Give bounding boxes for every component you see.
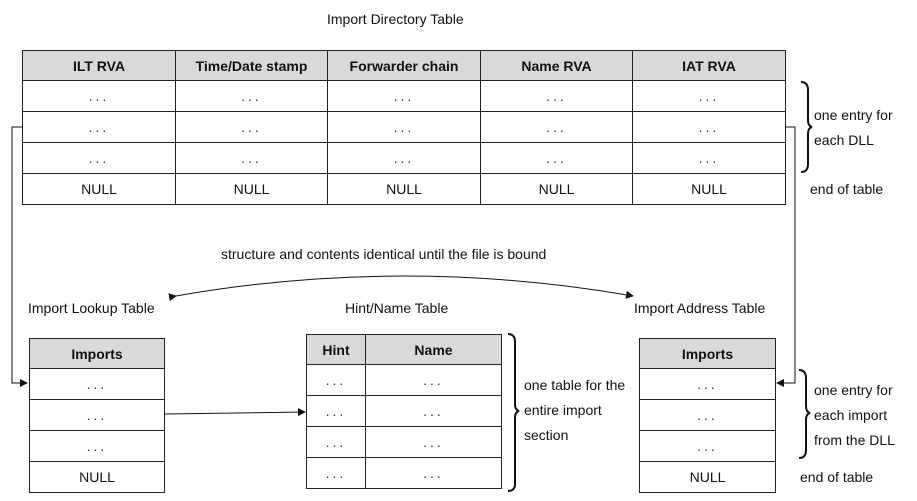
iat-header-imports: Imports	[639, 338, 776, 369]
identical-structure-arrow	[168, 275, 634, 302]
iat-rva-connector	[776, 126, 796, 387]
import-lookup-table-title: Import Lookup Table	[28, 300, 155, 316]
null-cell: NULL	[22, 173, 176, 205]
table-cell: ...	[365, 426, 502, 458]
table-cell: ...	[632, 80, 786, 112]
table-row-null: NULL NULL NULL NULL NULL	[22, 173, 786, 205]
table-row: ... ... ... ... ...	[22, 80, 786, 112]
hint-name-table-title: Hint/Name Table	[345, 300, 449, 316]
table-cell: ...	[29, 368, 165, 400]
import-address-table-title: Import Address Table	[634, 300, 766, 316]
table-cell: ...	[306, 364, 366, 396]
ilt-to-hnt-arrow	[164, 408, 306, 417]
table-cell: ...	[327, 80, 481, 112]
ilt-header-imports: Imports	[29, 338, 165, 369]
table-cell: ...	[365, 364, 502, 396]
table-row-null: NULL	[639, 461, 776, 493]
table-row: ... ...	[306, 364, 502, 396]
null-cell: NULL	[639, 461, 776, 493]
table-cell: ...	[175, 111, 328, 143]
table-cell: ...	[365, 395, 502, 427]
table-cell: ...	[22, 111, 176, 143]
idt-entries-brace	[800, 81, 813, 173]
hnt-brace-note: one table for the entire import section	[524, 377, 626, 443]
hnt-header-name: Name	[365, 334, 502, 365]
table-row: ...	[29, 430, 165, 462]
table-row: ... ...	[306, 457, 502, 489]
table-cell: ...	[175, 80, 328, 112]
table-cell: ...	[639, 368, 776, 400]
hnt-brace	[507, 333, 520, 492]
table-cell: ...	[365, 457, 502, 489]
table-row: ...	[29, 399, 165, 431]
table-cell: ...	[22, 80, 176, 112]
import-address-table: Imports ... ... ... NULL	[639, 338, 776, 493]
idt-header-row: ILT RVA Time/Date stamp Forwarder chain …	[22, 50, 786, 81]
null-cell: NULL	[480, 173, 633, 205]
table-cell: ...	[306, 426, 366, 458]
table-cell: ...	[327, 111, 481, 143]
idt-header-iat-rva: IAT RVA	[632, 50, 786, 81]
hnt-header-hint: Hint	[306, 334, 366, 365]
table-cell: ...	[306, 457, 366, 489]
iat-entries-brace	[798, 369, 811, 459]
table-row: ... ...	[306, 426, 502, 458]
table-cell: ...	[29, 399, 165, 431]
idt-end-note: end of table	[810, 181, 884, 197]
table-row-null: NULL	[29, 461, 165, 493]
ilt-rva-connector	[11, 126, 28, 387]
null-cell: NULL	[327, 173, 481, 205]
table-cell: ...	[639, 399, 776, 431]
import-directory-table-title: Import Directory Table	[327, 11, 464, 27]
table-cell: ...	[632, 142, 786, 174]
null-cell: NULL	[29, 461, 165, 493]
table-cell: ...	[327, 142, 481, 174]
hint-name-table: Hint Name ... ... ... ... ... ... ... ..…	[306, 334, 502, 489]
null-cell: NULL	[175, 173, 328, 205]
iat-brace-note: one entry for each import from the DLL	[814, 382, 895, 448]
bound-note: structure and contents identical until t…	[221, 246, 547, 262]
null-cell: NULL	[632, 173, 786, 205]
iat-end-note: end of table	[800, 469, 874, 485]
table-row: ...	[29, 368, 165, 400]
table-row: ...	[639, 399, 776, 431]
table-cell: ...	[29, 430, 165, 462]
table-cell: ...	[175, 142, 328, 174]
import-lookup-table: Imports ... ... ... NULL	[29, 338, 165, 493]
idt-header-time-date-stamp: Time/Date stamp	[175, 50, 328, 81]
idt-header-ilt-rva: ILT RVA	[22, 50, 176, 81]
table-row: ... ... ... ... ...	[22, 142, 786, 174]
table-row: ...	[639, 368, 776, 400]
idt-brace-note: one entry for each DLL	[814, 107, 893, 148]
